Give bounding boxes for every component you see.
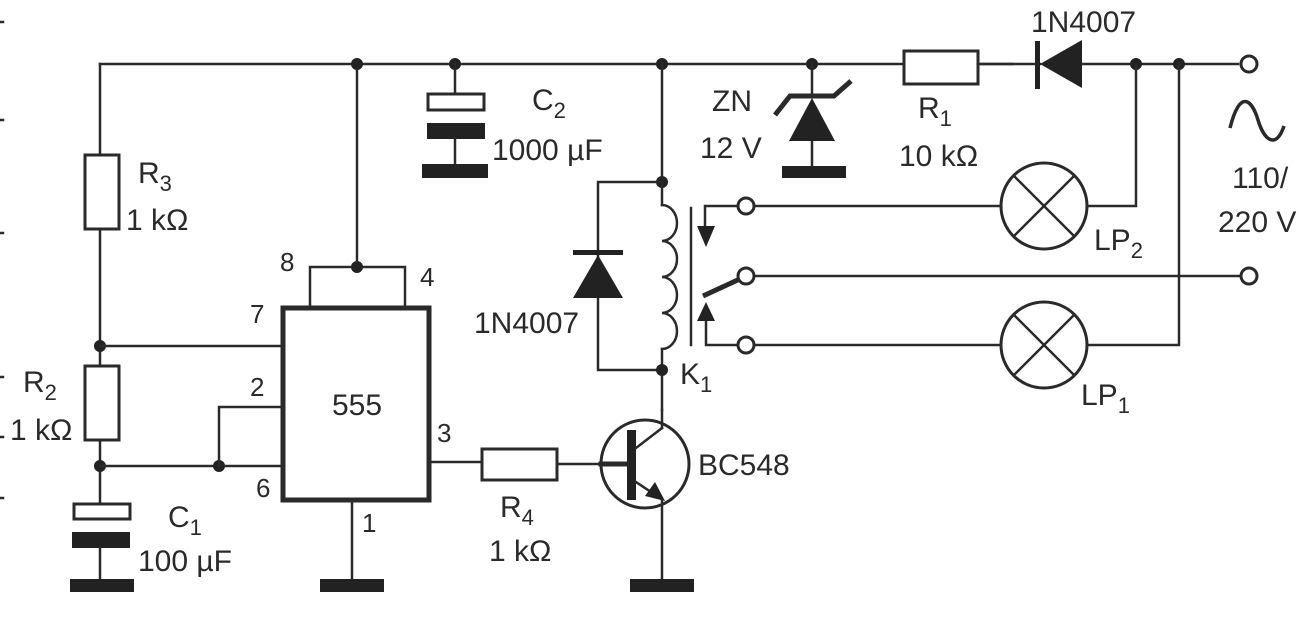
pin-7-label: 7 [250, 299, 264, 329]
resistor-r1[interactable] [902, 49, 980, 86]
transistor-bc548[interactable] [598, 408, 694, 592]
r4-value: 1 kΩ [489, 535, 551, 568]
pin-3-label: 3 [437, 418, 451, 448]
r3-ref: R3 [138, 157, 172, 196]
lp1-ref: LP1 [1081, 379, 1130, 418]
lamp-lp1[interactable] [999, 300, 1089, 390]
r4-ref: R4 [500, 491, 534, 530]
relay-coil-k1[interactable] [660, 180, 693, 412]
zener-ref: ZN [712, 85, 752, 118]
ic-555[interactable] [280, 62, 484, 592]
pin-1-label: 1 [362, 508, 376, 538]
capacitor-c1[interactable] [70, 502, 134, 592]
c1-value: 100 µF [138, 545, 232, 578]
resistor-r3[interactable] [83, 62, 121, 368]
ground-icon [422, 164, 488, 178]
ground-icon [630, 579, 694, 592]
zener-diode-zn[interactable] [773, 62, 853, 178]
resistor-r2[interactable] [83, 364, 121, 507]
ic-label: 555 [332, 389, 382, 422]
r2-value: 1 kΩ [10, 414, 72, 447]
ac-terminal[interactable] [1239, 54, 1259, 74]
lamp-lp2[interactable] [999, 161, 1089, 251]
supply-voltage-line1: 110/ [1232, 162, 1289, 195]
pin-4-label: 4 [420, 262, 434, 292]
wire-lp2 [1085, 62, 1138, 208]
relay-contacts[interactable] [697, 196, 1242, 355]
ground-icon [70, 579, 134, 592]
supply-diode-label: 1N4007 [1031, 6, 1136, 39]
r2-ref: R2 [23, 366, 57, 405]
wire-pin2 [217, 405, 285, 468]
c2-value: 1000 µF [492, 134, 603, 167]
ground-icon [782, 166, 846, 178]
capacitor-c2[interactable] [422, 62, 488, 178]
junction-dot [351, 261, 363, 273]
diode-relay-1n4007[interactable] [573, 180, 664, 372]
c1-ref: C1 [168, 501, 202, 540]
k1-ref: K1 [680, 358, 712, 397]
pin-2-label: 2 [250, 372, 264, 402]
junction-dot [351, 58, 363, 70]
ground-icon [320, 579, 384, 592]
ac-terminal[interactable] [1239, 266, 1259, 286]
resistor-r4[interactable] [480, 447, 605, 482]
r1-ref: R1 [918, 92, 952, 131]
zener-value: 12 V [700, 132, 762, 165]
junction-dot [656, 364, 668, 376]
lp2-ref: LP2 [1094, 224, 1143, 263]
relay-diode-label: 1N4007 [474, 307, 579, 340]
pin-6-label: 6 [256, 473, 270, 503]
c2-ref: C2 [532, 84, 566, 123]
wire-lp1 [1085, 62, 1181, 347]
diode-supply-1n4007[interactable] [976, 40, 1082, 89]
pin-8-label: 8 [280, 247, 294, 277]
supply-voltage-line2: 220 V [1218, 206, 1296, 239]
r3-value: 1 kΩ [126, 204, 188, 237]
transistor-label: BC548 [698, 449, 790, 482]
r1-value: 10 kΩ [899, 140, 978, 173]
ac-source-icon [1228, 99, 1286, 142]
margin-marks [0, 20, 5, 500]
